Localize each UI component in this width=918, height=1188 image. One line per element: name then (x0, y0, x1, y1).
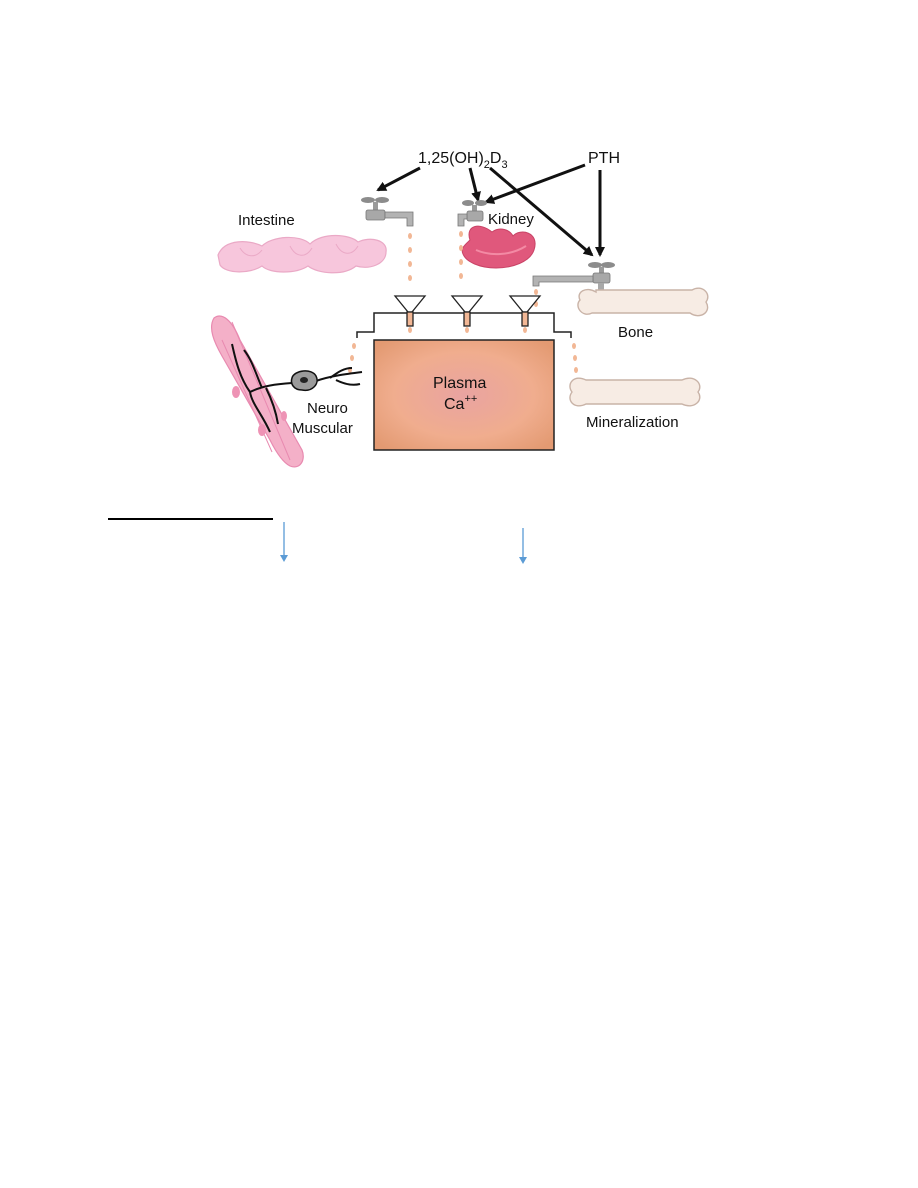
intestine-faucet-icon (361, 197, 414, 227)
blue-down-arrow-1 (280, 522, 288, 562)
vitd-label: 1,25(OH)2D3 (418, 150, 508, 171)
kidney-organ (461, 225, 536, 269)
muscle-tissue (210, 315, 304, 468)
bone-organ (577, 287, 709, 317)
calcium-drops (348, 231, 578, 373)
plasma-label: Plasma (433, 375, 486, 392)
mineralization-bone (569, 377, 701, 407)
vitd-to-kidney-arrow (468, 167, 481, 202)
calcium-homeostasis-diagram: 1,25(OH)2D3 PTH Intestine Kidney (108, 150, 709, 564)
bone-label: Bone (618, 324, 653, 341)
bone-faucet-icon (532, 262, 615, 295)
plasma-tank (356, 312, 572, 451)
vitd-to-bone-arrow (489, 166, 594, 257)
intestine-label: Intestine (238, 212, 295, 229)
vitd-to-intestine-arrow (376, 166, 421, 192)
pth-label: PTH (588, 150, 620, 167)
tank-funnels (393, 295, 542, 327)
neuron (231, 343, 363, 433)
muscular-label: Muscular (292, 420, 353, 437)
regulator-arrows (376, 163, 605, 257)
neuron-cell-body (290, 370, 318, 392)
neuro-label: Neuro (307, 400, 348, 417)
blue-down-arrow-2 (519, 528, 527, 564)
mineralization-label: Mineralization (586, 414, 679, 431)
intestine-organ (217, 234, 387, 274)
kidney-faucet-icon (457, 200, 487, 227)
kidney-label: Kidney (488, 211, 534, 228)
pth-to-kidney-arrow (484, 163, 586, 204)
ca-label: Ca++ (444, 393, 477, 413)
